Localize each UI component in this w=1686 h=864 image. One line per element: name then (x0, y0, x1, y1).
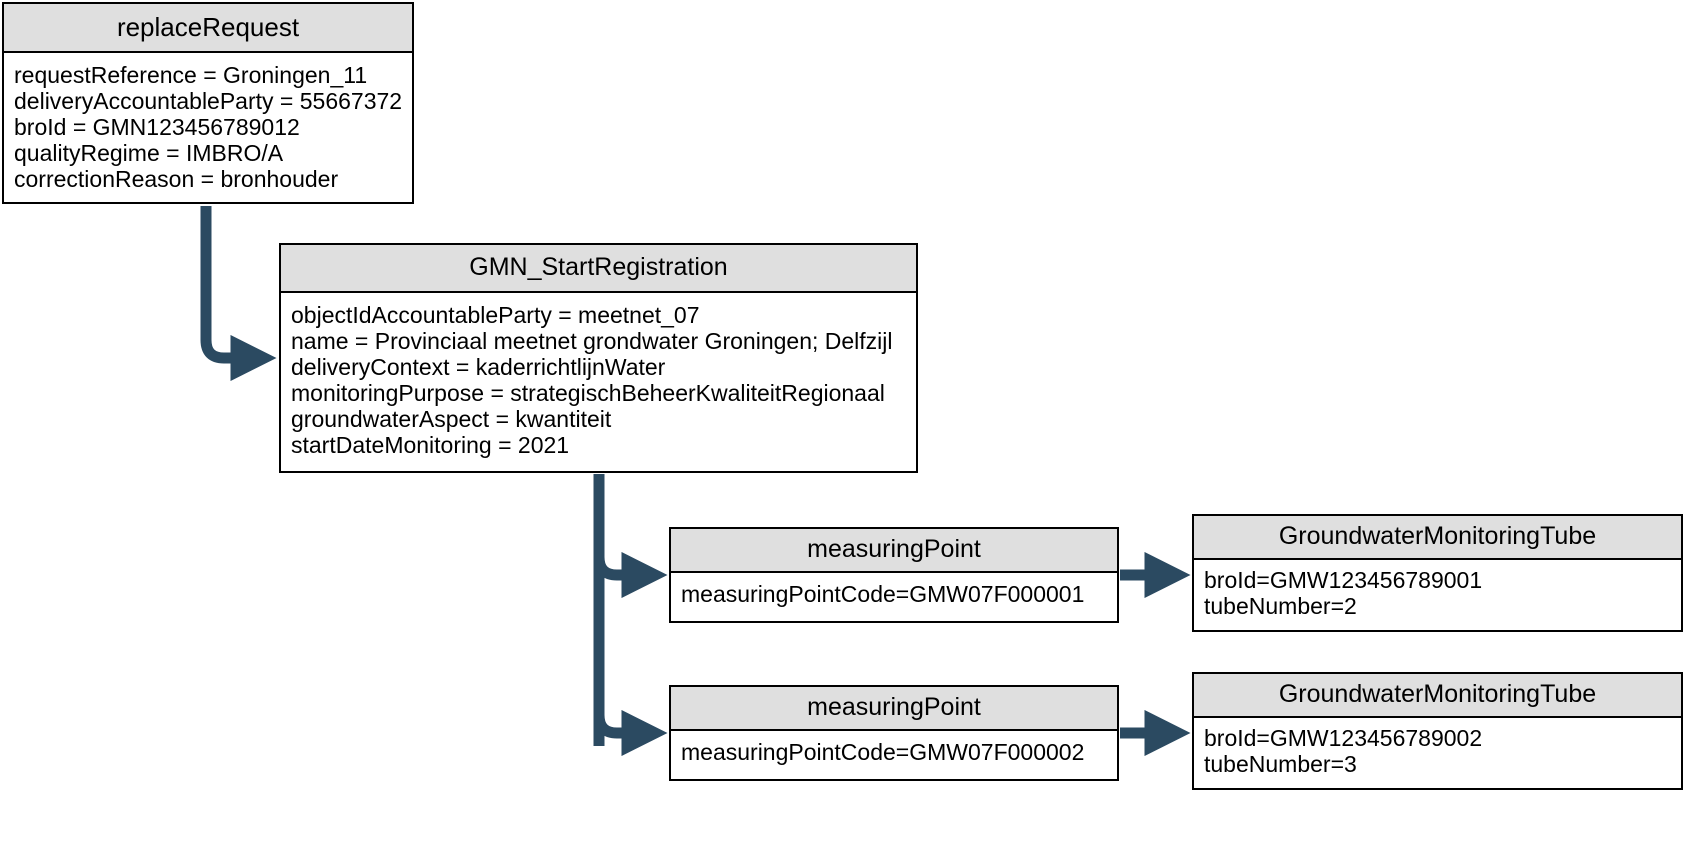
uml-box-title: GMN_StartRegistration (281, 245, 916, 293)
uml-box-replace-request[interactable]: replaceRequest requestReference = Gronin… (2, 2, 414, 204)
attribute-row: measuringPointCode=GMW07F000002 (681, 739, 1085, 765)
uml-box-title: measuringPoint (671, 529, 1117, 573)
uml-box-title: GroundwaterMonitoringTube (1194, 516, 1681, 560)
attribute-row: requestReference = Groningen_11 (14, 62, 368, 88)
uml-box-groundwater-monitoring-tube-1[interactable]: GroundwaterMonitoringTube broId=GMW12345… (1192, 514, 1683, 632)
attribute-row: startDateMonitoring = 2021 (291, 432, 570, 458)
attribute-row: groundwaterAspect = kwantiteit (291, 406, 612, 432)
uml-box-attributes: measuringPointCode=GMW07F000001 (671, 573, 1117, 615)
attribute-row: objectIdAccountableParty = meetnet_07 (291, 302, 700, 328)
attribute-row: deliveryAccountableParty = 55667372 (14, 88, 403, 114)
attribute-row: qualityRegime = IMBRO/A (14, 140, 284, 166)
attribute-row: tubeNumber=2 (1204, 593, 1357, 619)
attribute-row: tubeNumber=3 (1204, 751, 1357, 777)
uml-box-groundwater-monitoring-tube-2[interactable]: GroundwaterMonitoringTube broId=GMW12345… (1192, 672, 1683, 790)
attribute-row: broId = GMN123456789012 (14, 114, 300, 140)
uml-box-attributes: broId=GMW123456789002 tubeNumber=3 (1194, 718, 1681, 785)
connector-replacerequest-to-gmnstart (200, 206, 277, 382)
uml-box-title: measuringPoint (671, 687, 1117, 731)
connector-gmnstart-to-measuringpoint-2 (593, 709, 668, 757)
uml-box-attributes: broId=GMW123456789001 tubeNumber=2 (1194, 560, 1681, 627)
uml-box-measuring-point-1[interactable]: measuringPoint measuringPointCode=GMW07F… (669, 527, 1119, 623)
attribute-row: monitoringPurpose = strategischBeheerKwa… (291, 380, 885, 406)
uml-box-title: GroundwaterMonitoringTube (1194, 674, 1681, 718)
attribute-row: measuringPointCode=GMW07F000001 (681, 581, 1085, 607)
attribute-row: name = Provinciaal meetnet grondwater Gr… (291, 328, 893, 354)
uml-box-attributes: requestReference = Groningen_11 delivery… (4, 53, 412, 202)
uml-box-gmn-start-registration[interactable]: GMN_StartRegistration objectIdAccountabl… (279, 243, 918, 473)
attribute-row: correctionReason = bronhouder (14, 166, 339, 192)
uml-box-attributes: objectIdAccountableParty = meetnet_07 na… (281, 293, 916, 468)
attribute-row: broId=GMW123456789002 (1204, 725, 1483, 751)
attribute-row: deliveryContext = kaderrichtlijnWater (291, 354, 666, 380)
uml-box-measuring-point-2[interactable]: measuringPoint measuringPointCode=GMW07F… (669, 685, 1119, 781)
uml-box-title: replaceRequest (4, 4, 412, 53)
attribute-row: broId=GMW123456789001 (1204, 567, 1483, 593)
connector-gmnstart-to-measuringpoint-1 (593, 551, 668, 599)
uml-box-attributes: measuringPointCode=GMW07F000002 (671, 731, 1117, 773)
